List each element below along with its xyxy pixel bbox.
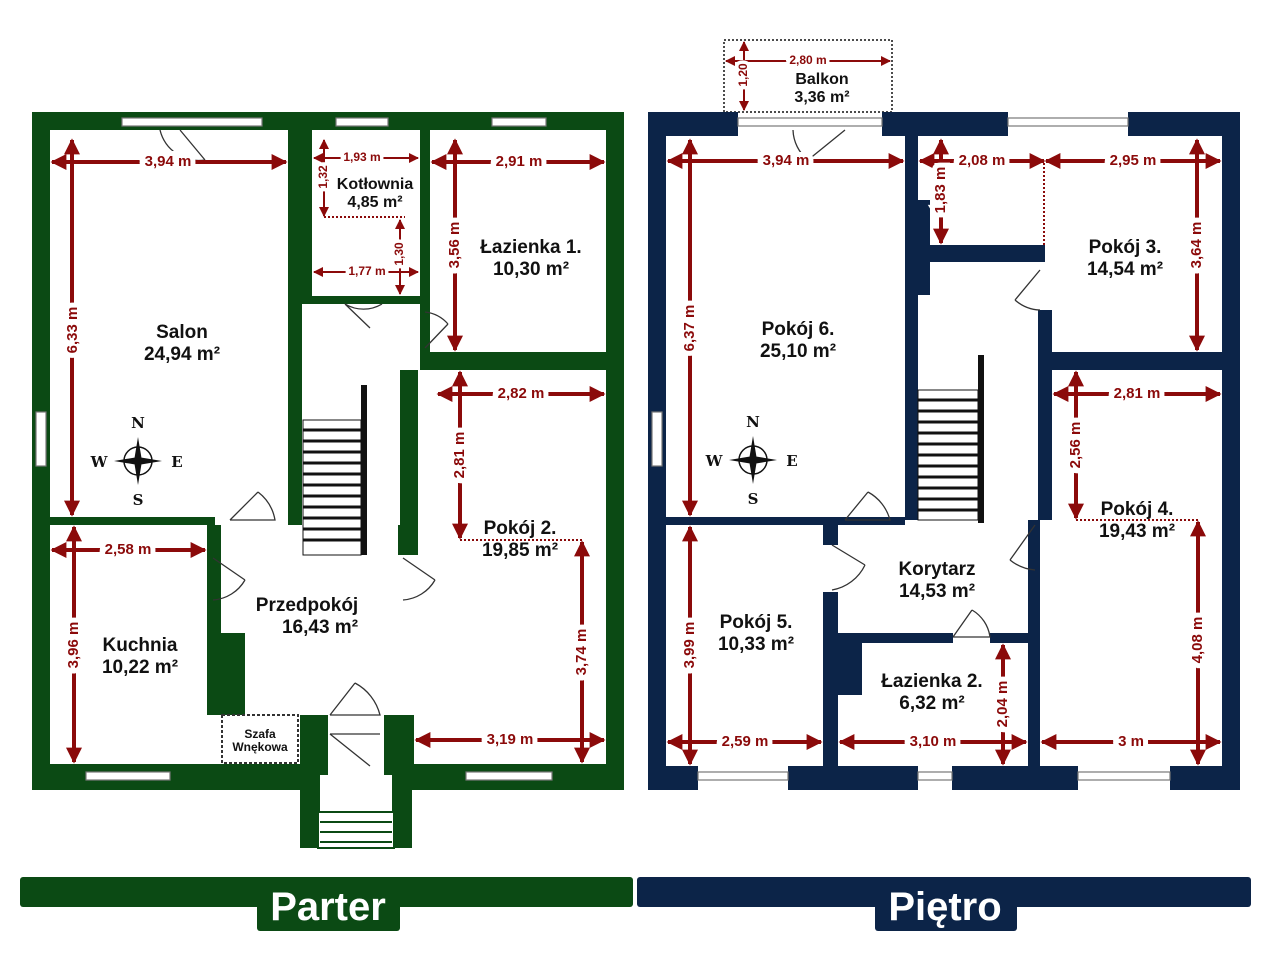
compass-w: W xyxy=(705,452,724,470)
compass-rose-ground: N S E W xyxy=(90,414,183,509)
dim-pokoj3-width-2: 2,95 m xyxy=(1110,152,1157,169)
dim-pokoj2-height-1: 2,81 m xyxy=(451,432,468,479)
ground-stairs[interactable] xyxy=(302,385,367,556)
room-area-pokoj2: 19,85 m² xyxy=(482,540,558,561)
room-area-lazienka2: 6,32 m² xyxy=(899,693,964,714)
dim-kotlownia-height-2: 1,30 xyxy=(392,242,406,266)
dim-salon-height: 6,33 m xyxy=(64,307,81,354)
floor-label-parter: Parter xyxy=(270,885,386,929)
dim-kotlownia-width-1: 1,93 m xyxy=(343,150,380,164)
room-area-pokoj4: 19,43 m² xyxy=(1099,521,1175,542)
banner-pietro: Piętro xyxy=(637,877,1251,931)
floor-label-pietro: Piętro xyxy=(888,885,1001,929)
dim-pokoj5-width: 2,59 m xyxy=(722,733,769,750)
dim-kotlownia-height-1: 1,32 xyxy=(316,165,330,189)
upper-windows xyxy=(651,117,1171,781)
dim-pokoj5-height: 3,99 m xyxy=(681,622,698,669)
room-name-pokoj3: Pokój 3. xyxy=(1089,237,1162,258)
balcony xyxy=(723,39,893,113)
room-name-pokoj6: Pokój 6. xyxy=(762,319,835,340)
room-name-przedpokoj: Przedpokój xyxy=(256,595,358,616)
dim-pokoj2-width-2: 3,19 m xyxy=(487,731,534,748)
ground-windows xyxy=(35,117,553,781)
dim-pokoj3-width-1: 2,08 m xyxy=(959,152,1006,169)
dim-pokoj3-height-2: 3,64 m xyxy=(1188,222,1205,269)
room-name-szafa: Szafa xyxy=(244,727,276,741)
room-area-korytarz: 14,53 m² xyxy=(899,581,975,602)
entrance-steps xyxy=(317,811,395,849)
room-area-balkon: 3,36 m² xyxy=(794,89,849,106)
dim-pokoj2-width-1: 2,82 m xyxy=(498,385,545,402)
room-area-pokoj3: 14,54 m² xyxy=(1087,259,1163,280)
dim-pokoj6-width: 3,94 m xyxy=(763,152,810,169)
room-name-lazienka2: Łazienka 2. xyxy=(881,671,982,692)
dim-lazienka2-height: 2,04 m xyxy=(994,681,1011,728)
dim-kuchnia-width: 2,58 m xyxy=(105,541,152,558)
compass-e: E xyxy=(171,453,182,471)
compass-s: S xyxy=(748,490,759,508)
dim-pokoj2-height-2: 3,74 m xyxy=(573,629,590,676)
room-name-szafa-2: Wnękowa xyxy=(232,740,288,754)
dim-kotlownia-width-2: 1,77 m xyxy=(348,264,385,278)
wardrobe xyxy=(221,714,299,764)
dim-kuchnia-height: 3,96 m xyxy=(65,622,82,669)
room-name-kotlownia: Kotłownia xyxy=(337,176,414,193)
compass-w: W xyxy=(90,453,109,471)
room-name-pokoj2: Pokój 2. xyxy=(484,518,557,539)
room-area-kuchnia: 10,22 m² xyxy=(102,657,178,678)
room-name-balkon: Balkon xyxy=(795,71,848,88)
upper-floor-plan: Balkon 3,36 m² Pokój 6. 25,10 m² Pokój 3… xyxy=(648,39,1240,790)
room-area-pokoj5: 10,33 m² xyxy=(718,634,794,655)
dim-balkon-width: 2,80 m xyxy=(789,53,826,67)
compass-rose-upper: N S E W xyxy=(705,413,798,508)
dim-lazienka1-height: 3,56 m xyxy=(446,222,463,269)
dim-pokoj4-width-1: 2,81 m xyxy=(1114,385,1161,402)
compass-s: S xyxy=(133,491,144,509)
compass-e: E xyxy=(786,452,797,470)
dim-pokoj4-height-2: 4,08 m xyxy=(1189,617,1206,664)
banner-parter: Parter xyxy=(20,877,633,931)
room-name-kuchnia: Kuchnia xyxy=(103,635,178,656)
compass-n: N xyxy=(746,413,760,431)
ground-floor-plan: Salon 24,94 m² Kotłownia 4,85 m² Łazienk… xyxy=(32,112,624,849)
room-area-pokoj6: 25,10 m² xyxy=(760,341,836,362)
dim-pokoj4-width-2: 3 m xyxy=(1118,733,1144,750)
dim-pokoj4-height-1: 2,56 m xyxy=(1067,422,1084,469)
dim-salon-width: 3,94 m xyxy=(145,153,192,170)
dim-pokoj3-height-1: 1,83 m xyxy=(932,167,949,214)
compass-n: N xyxy=(131,414,145,432)
ground-walls xyxy=(32,112,624,848)
room-area-salon: 24,94 m² xyxy=(144,344,220,365)
dim-pokoj6-height: 6,37 m xyxy=(681,305,698,352)
room-name-pokoj4: Pokój 4. xyxy=(1101,499,1174,520)
room-name-korytarz: Korytarz xyxy=(898,559,975,580)
upper-stairs[interactable] xyxy=(917,355,984,523)
room-area-kotlownia: 4,85 m² xyxy=(347,194,402,211)
dim-lazienka2-width: 3,10 m xyxy=(910,733,957,750)
upper-walls xyxy=(648,112,1240,790)
room-name-pokoj5: Pokój 5. xyxy=(720,612,793,633)
dim-lazienka1-width: 2,91 m xyxy=(496,153,543,170)
room-name-lazienka1: Łazienka 1. xyxy=(480,237,581,258)
room-area-lazienka1: 10,30 m² xyxy=(493,259,569,280)
dim-balkon-height: 1,20 xyxy=(736,63,750,87)
room-name-salon: Salon xyxy=(156,322,208,343)
room-area-przedpokoj: 16,43 m² xyxy=(282,617,358,638)
